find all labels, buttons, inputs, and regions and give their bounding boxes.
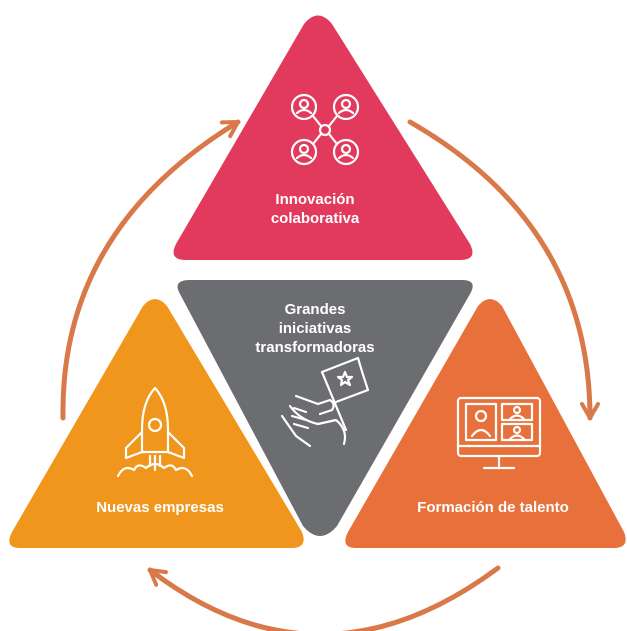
video-conference-icon [456, 396, 542, 470]
label-nuevas-empresas: Nuevas empresas [96, 499, 224, 516]
triangle-innovacion-colaborativa [173, 15, 473, 260]
label-innovacion-colaborativa: Innovación colaborativa [240, 190, 390, 228]
cycle-arrow-left [60, 119, 241, 421]
hand-flag-icon [280, 356, 370, 448]
collaboration-network-icon [290, 93, 360, 166]
label-formacion-talento: Formación de talento [417, 499, 569, 516]
label-top-line2: colaborativa [270, 210, 360, 227]
cycle-arrow-bottom [147, 565, 501, 631]
label-center-line2: iniciativas [278, 320, 352, 337]
cycle-arrow-right [407, 119, 600, 421]
label-top-line1: Innovación [275, 191, 355, 208]
label-grandes-iniciativas: Grandes iniciativas transformadoras [240, 300, 390, 357]
label-center-line3: transformadoras [255, 339, 375, 356]
triangle-formacion-talento [345, 299, 626, 548]
rocket-icon [116, 386, 194, 478]
triangle-grandes-iniciativas [177, 280, 473, 536]
label-center-line1: Grandes [284, 301, 346, 318]
triangle-nuevas-empresas [9, 299, 304, 548]
